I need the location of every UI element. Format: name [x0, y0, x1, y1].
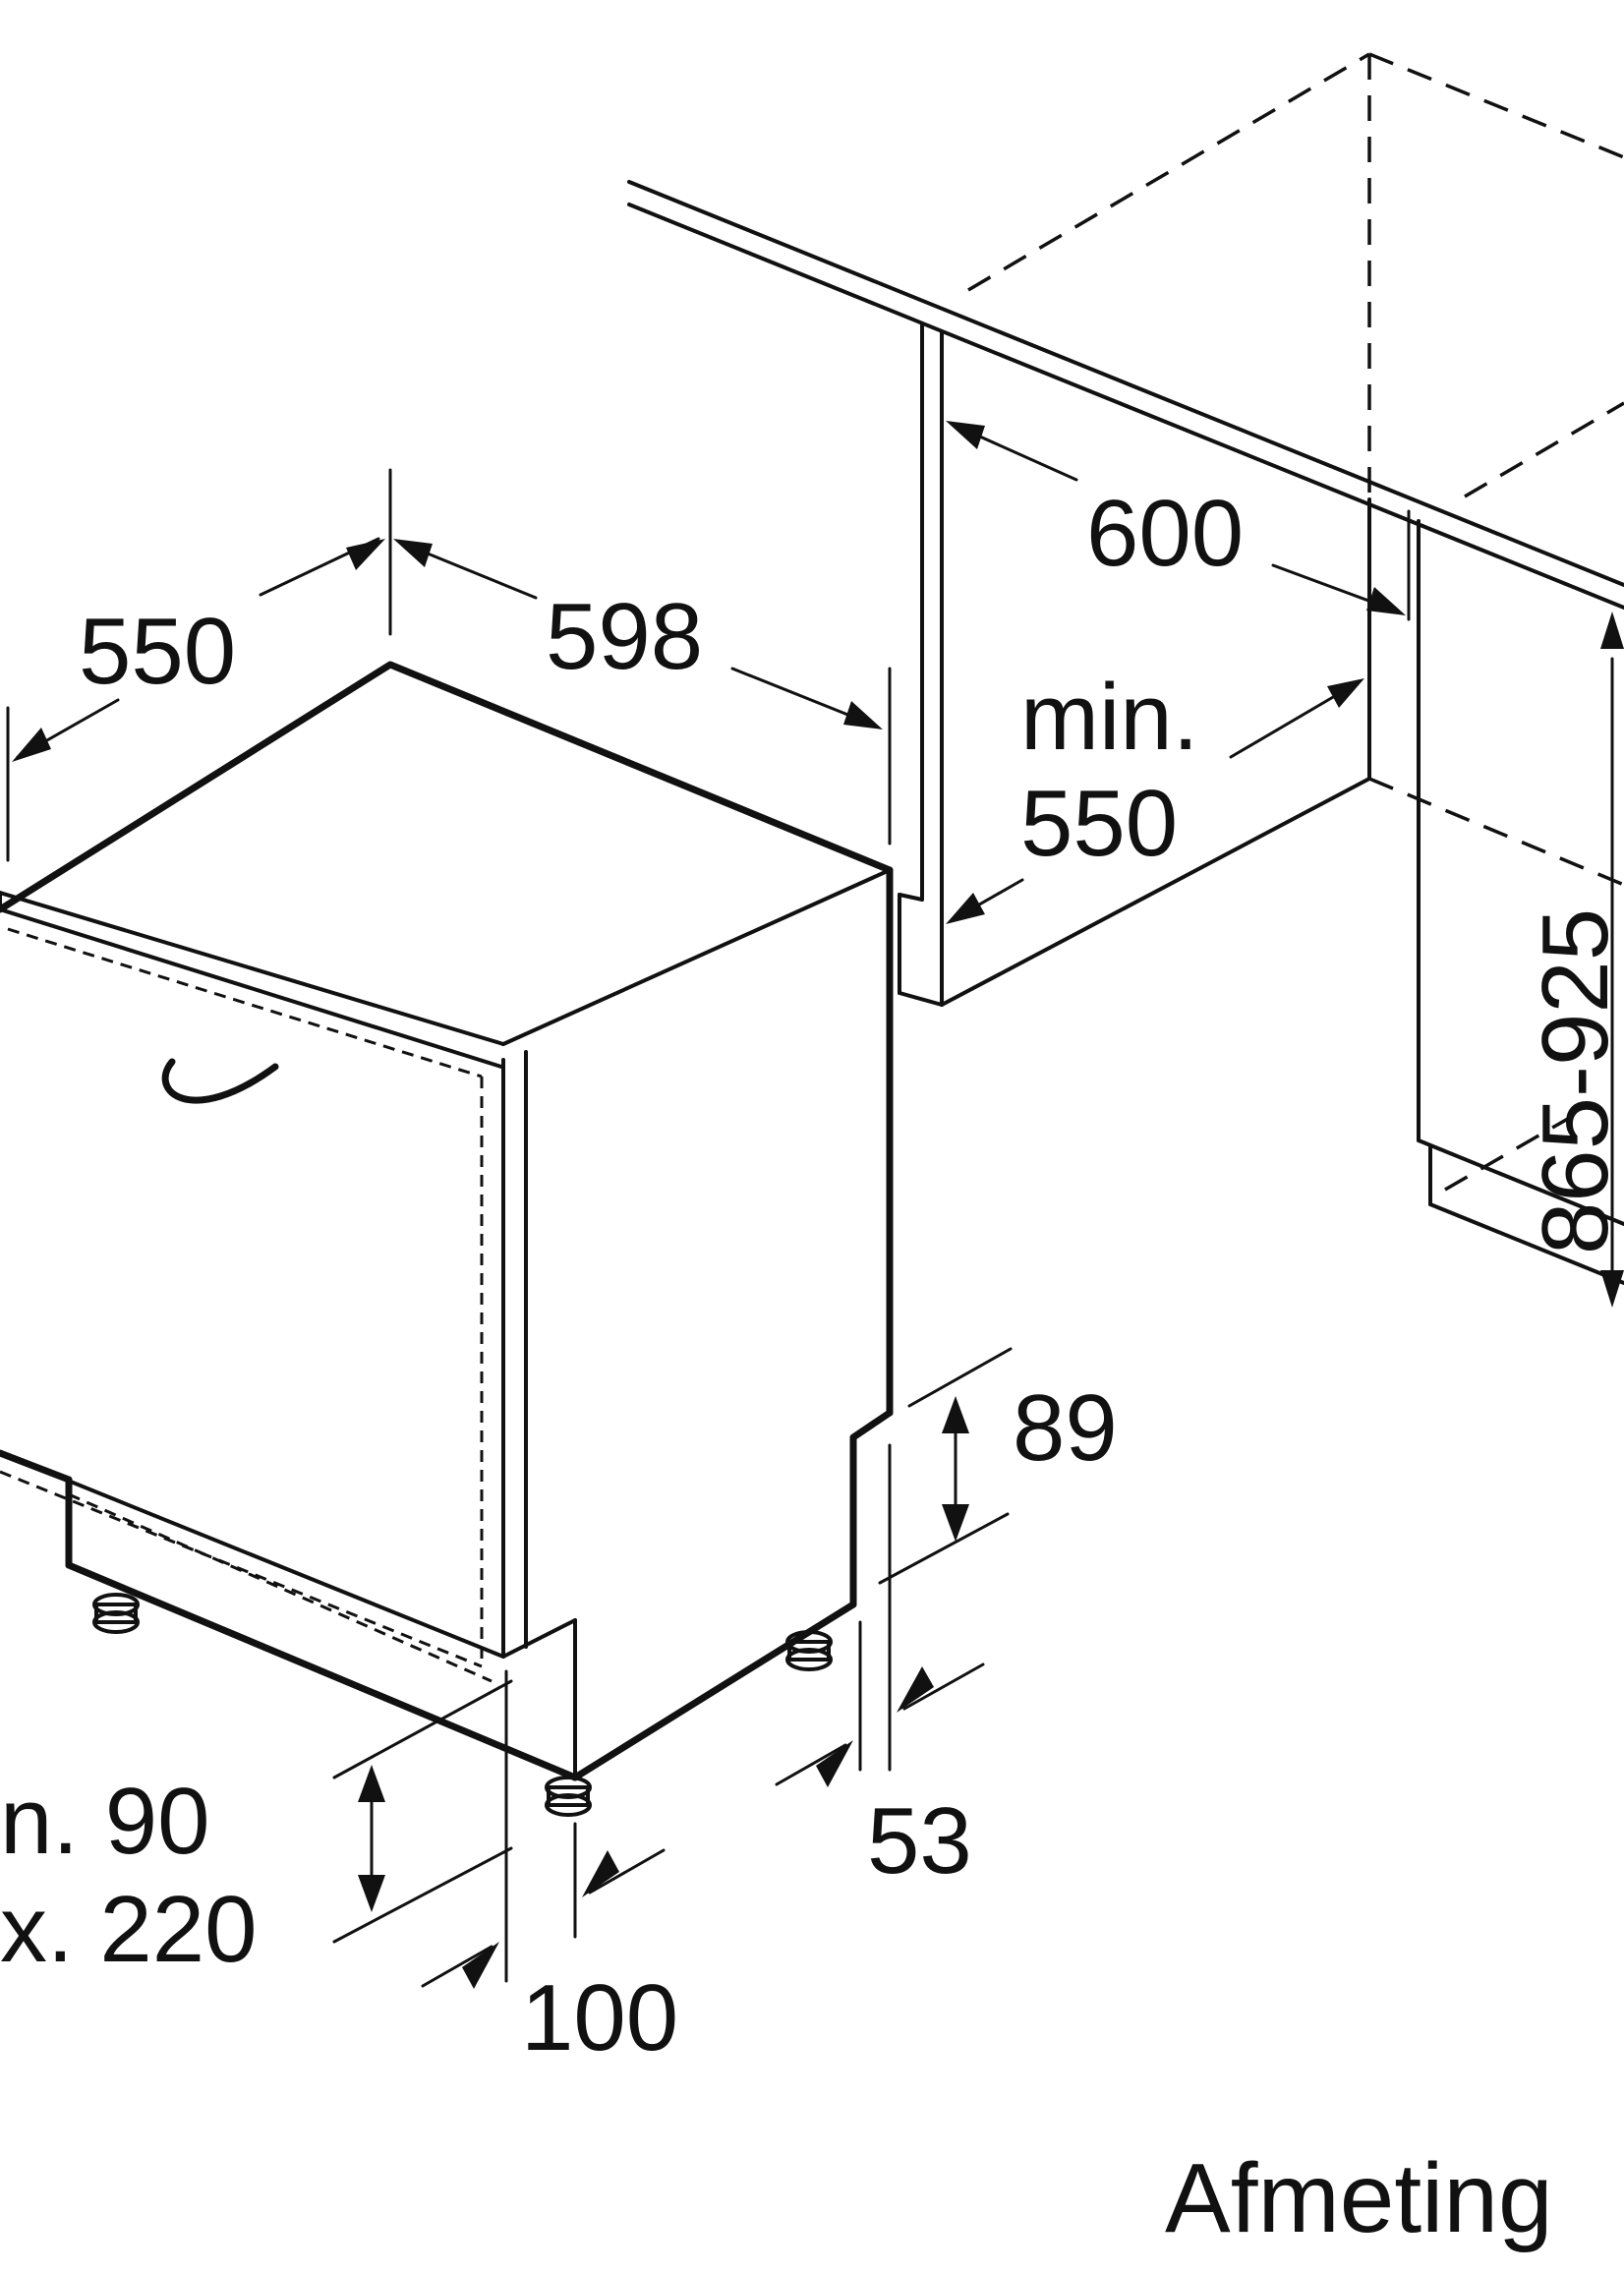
- door-handle-shape: [161, 1058, 279, 1104]
- dishwasher-body: [0, 661, 894, 1817]
- label-plinth-min: n. 90: [0, 1769, 210, 1874]
- label-plinth-max: x. 220: [0, 1877, 258, 1982]
- dimension-labels: 550 598 600 min. 550 865-925 89 53 n. 90…: [0, 481, 1624, 2253]
- label-width: 598: [546, 584, 703, 689]
- label-niche-depth-value: 550: [1020, 771, 1178, 876]
- label-depth: 550: [79, 599, 236, 704]
- label-niche-height: 865-925: [1523, 908, 1624, 1254]
- label-front-foot: 100: [521, 1965, 678, 2070]
- caption-text: Afmeting: [1165, 2143, 1553, 2253]
- label-rear-foot: 53: [867, 1788, 972, 1894]
- kitchen-niche: [627, 52, 1624, 1285]
- label-toe-kick: 89: [1013, 1375, 1118, 1481]
- dishwasher-feet: [92, 1593, 833, 1817]
- label-niche-depth-prefix: min.: [1020, 665, 1198, 770]
- label-niche-width: 600: [1086, 481, 1244, 586]
- dimension-lines: [6, 421, 1624, 1989]
